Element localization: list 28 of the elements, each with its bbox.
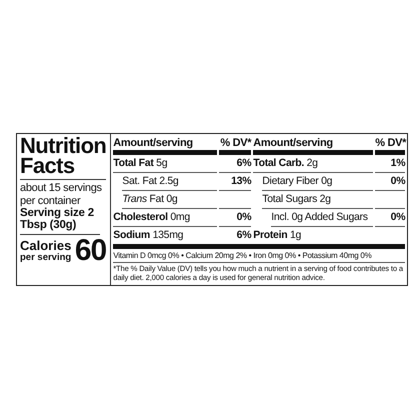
- daily-value: 0%: [219, 209, 252, 227]
- calories-heading: Calories: [20, 239, 72, 252]
- daily-value: 0%: [375, 209, 406, 227]
- column-header: % DV*: [375, 136, 406, 155]
- nutrient-amount: Incl. 0g Added Sugars: [271, 209, 374, 227]
- daily-value: 1%: [375, 155, 406, 173]
- column-header: Amount/serving: [253, 136, 374, 155]
- nutrient-amount: Cholesterol 0mg: [113, 209, 218, 227]
- column-header: % DV*: [219, 136, 252, 155]
- daily-value: 6%: [236, 228, 252, 243]
- micronutrient-line: Vitamin D 0mcg 0% • Calcium 20mg 2% • Iron 0mg 0% • Potassium 40mg 0%: [113, 249, 406, 263]
- calories-subheading: per serving: [20, 252, 72, 263]
- daily-value: 13%: [219, 173, 252, 191]
- column-header: Amount/serving: [113, 136, 218, 155]
- nutrient-amount: Sat. Fat 2.5g: [122, 173, 218, 191]
- nutrient-amount: Total Fat 5g: [113, 155, 218, 173]
- nutrient-amount: Dietary Fiber 0g: [262, 173, 374, 191]
- nutrient-amount: Trans Fat 0g: [122, 191, 218, 209]
- label-title: Nutrition Facts: [20, 136, 106, 180]
- daily-value: 6%: [219, 155, 252, 173]
- serving-size: Serving size 2 Tbsp (30g): [20, 207, 100, 235]
- nutrient-amount: Total Sugars 2g: [262, 191, 374, 209]
- servings-text: about 15 servings per container: [20, 182, 103, 207]
- nutrient-amount: Sodium 135mg: [113, 228, 184, 243]
- daily-value: 0%: [375, 173, 406, 191]
- nutrient-amount: Protein 1g: [253, 228, 302, 243]
- calories-value: 60: [74, 237, 106, 265]
- nutrient-amount: Total Carb. 2g: [253, 155, 374, 173]
